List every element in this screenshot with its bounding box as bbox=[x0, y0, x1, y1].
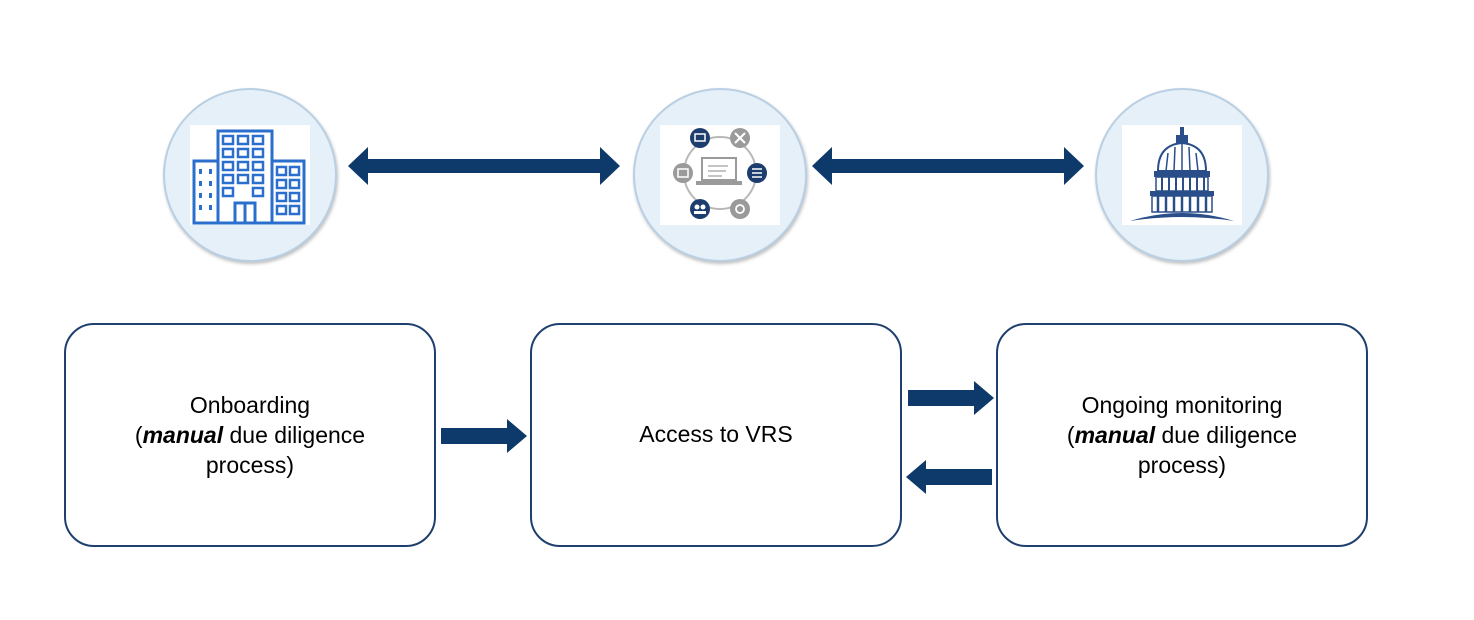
system-network-icon bbox=[660, 125, 780, 225]
double-arrow-system-government bbox=[812, 147, 1084, 185]
onboarding-title: Onboarding bbox=[189, 392, 311, 418]
arrow-onboarding-to-access bbox=[441, 419, 527, 453]
monitoring-subtitle-end: process) bbox=[1137, 452, 1227, 478]
monitoring-subtitle: (manual due diligence bbox=[1066, 422, 1298, 448]
system-icon-circle bbox=[633, 88, 807, 262]
capitol-dome-icon bbox=[1122, 125, 1242, 225]
monitoring-box: Ongoing monitoring (manual due diligence… bbox=[996, 323, 1368, 547]
office-building-icon bbox=[190, 125, 310, 225]
onboarding-box: Onboarding (manual due diligence process… bbox=[64, 323, 436, 547]
access-label: Access to VRS bbox=[639, 421, 793, 447]
monitoring-title: Ongoing monitoring bbox=[1081, 392, 1283, 418]
onboarding-subtitle-end: process) bbox=[205, 452, 295, 478]
arrow-monitoring-to-access bbox=[906, 460, 992, 494]
access-box: Access to VRS bbox=[530, 323, 902, 547]
onboarding-subtitle: (manual due diligence bbox=[134, 422, 366, 448]
arrow-access-to-monitoring bbox=[908, 381, 994, 415]
company-icon-circle bbox=[163, 88, 337, 262]
government-icon-circle bbox=[1095, 88, 1269, 262]
double-arrow-company-system bbox=[348, 147, 620, 185]
